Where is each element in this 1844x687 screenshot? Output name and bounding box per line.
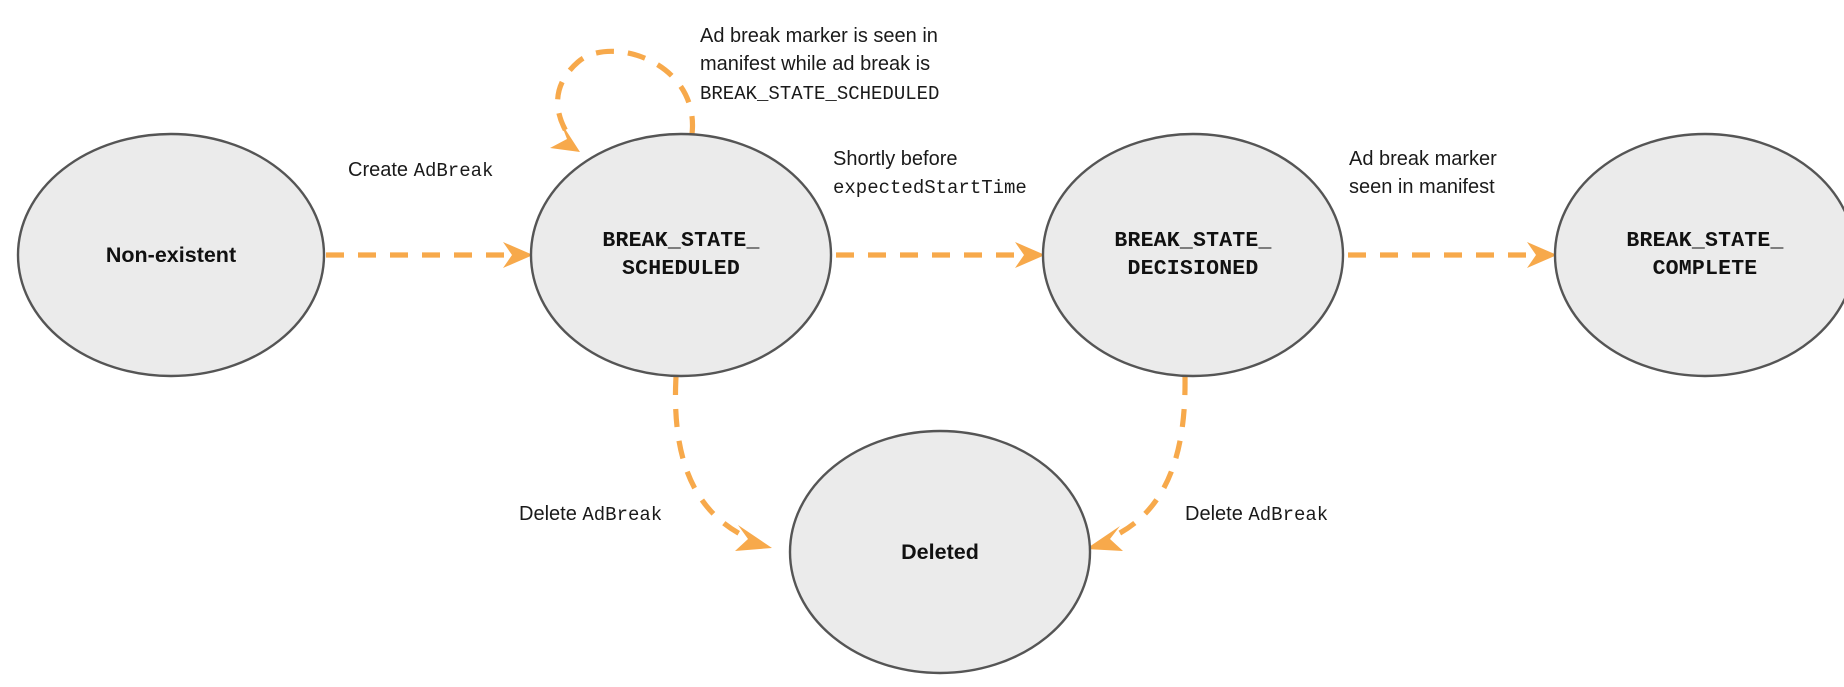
arrowhead-delete-from-decisioned xyxy=(1086,526,1123,551)
arrowhead-delete-from-scheduled xyxy=(735,525,772,551)
node-break-state-scheduled[interactable] xyxy=(529,132,833,378)
edge-scheduled-self-loop xyxy=(550,48,695,152)
arrowhead-create-adbreak xyxy=(503,242,533,268)
arrowhead-marker-seen xyxy=(1527,242,1557,268)
arrowhead-shortly-before xyxy=(1015,242,1045,268)
node-deleted[interactable] xyxy=(788,429,1092,675)
arrowhead-scheduled-self-loop xyxy=(550,121,580,152)
edge-delete-adbreak-from-scheduled xyxy=(672,376,772,551)
edge-shortly-before-expected-start-time xyxy=(836,242,1045,268)
node-break-state-decisioned[interactable] xyxy=(1041,132,1345,378)
edge-delete-adbreak-from-decisioned xyxy=(1086,376,1188,551)
node-non-existent[interactable] xyxy=(16,132,326,378)
edge-create-adbreak xyxy=(326,242,533,268)
node-break-state-complete[interactable] xyxy=(1553,132,1844,378)
edge-ad-break-marker-seen-in-manifest xyxy=(1348,242,1557,268)
